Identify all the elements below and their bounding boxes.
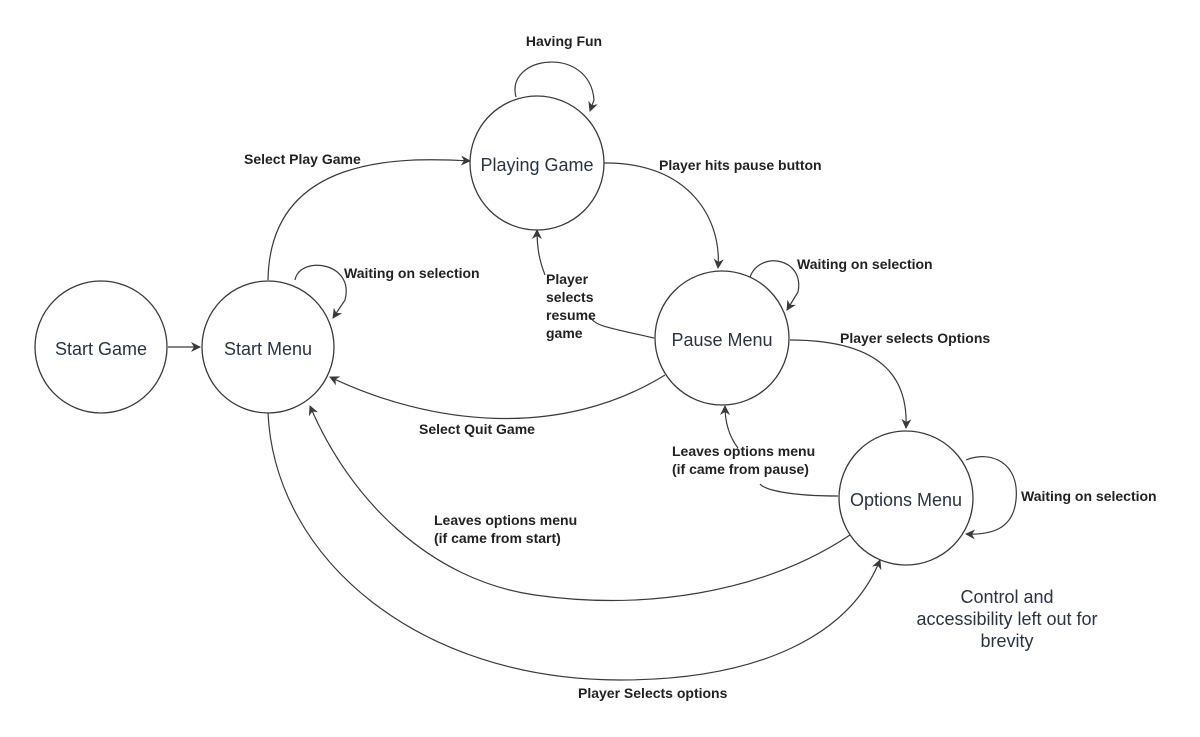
- label-pause-menu-waiting: Waiting on selection: [797, 256, 933, 272]
- label-player-selects-options: Player selects Options: [840, 330, 990, 346]
- state-options-menu: Options Menu: [838, 430, 974, 566]
- state-playing-game-label: Playing Game: [480, 155, 593, 175]
- note-line: Control and: [960, 587, 1053, 607]
- edge-pause-menu-waiting-loop: [749, 260, 800, 311]
- note-line: brevity: [980, 631, 1033, 651]
- edge-player-hits-pause: [603, 162, 724, 269]
- label-resume-game-line: resume: [546, 307, 596, 323]
- state-pause-menu: Pause Menu: [654, 270, 790, 406]
- label-resume-game-line: Player: [546, 271, 589, 287]
- note-line: accessibility left out for: [916, 609, 1097, 629]
- edge-player-selects-options: [789, 339, 912, 429]
- label-leaves-options-start-line: (if came from start): [434, 530, 561, 546]
- label-options-menu-waiting: Waiting on selection: [1021, 488, 1157, 504]
- edge-leaves-options-pause: [725, 406, 839, 497]
- state-pause-menu-label: Pause Menu: [671, 330, 772, 350]
- note-text: Control and accessibility left out for b…: [916, 587, 1097, 651]
- label-leaves-options-pause-line: Leaves options menu: [672, 443, 815, 459]
- label-leaves-options-pause-line: (if came from pause): [672, 461, 809, 477]
- state-playing-game: Playing Game: [469, 95, 605, 231]
- edge-resume-game: [537, 230, 655, 339]
- label-resume-game-line: game: [546, 325, 583, 341]
- edge-start-menu-waiting-loop: [294, 264, 347, 319]
- state-options-menu-label: Options Menu: [850, 490, 962, 510]
- edge-options-menu-waiting-loop: [965, 456, 1017, 540]
- label-having-fun: Having Fun: [526, 33, 602, 49]
- label-resume-game-line: selects: [546, 289, 594, 305]
- state-start-menu-label: Start Menu: [224, 339, 312, 359]
- label-leaves-options-start: Leaves options menu (if came from start): [434, 512, 577, 546]
- label-player-hits-pause: Player hits pause button: [659, 157, 822, 173]
- label-start-menu-waiting: Waiting on selection: [344, 265, 480, 281]
- edge-select-quit-game: [329, 374, 666, 420]
- label-resume-game: Player selects resume game: [546, 271, 596, 341]
- edge-select-play-game: [267, 155, 471, 281]
- edge-having-fun-loop: [514, 61, 598, 112]
- label-select-quit-game: Select Quit Game: [419, 421, 535, 437]
- label-leaves-options-start-line: Leaves options menu: [434, 512, 577, 528]
- edge-player-selects-options-start: [267, 412, 882, 681]
- label-player-selects-options-start: Player Selects options: [578, 685, 728, 701]
- state-start-game-label: Start Game: [55, 339, 147, 359]
- label-leaves-options-pause: Leaves options menu (if came from pause): [672, 443, 815, 477]
- state-start-game: Start Game: [34, 280, 168, 414]
- edge-leaves-options-start: [308, 405, 851, 601]
- label-select-play-game: Select Play Game: [244, 151, 361, 167]
- state-start-menu: Start Menu: [201, 280, 335, 414]
